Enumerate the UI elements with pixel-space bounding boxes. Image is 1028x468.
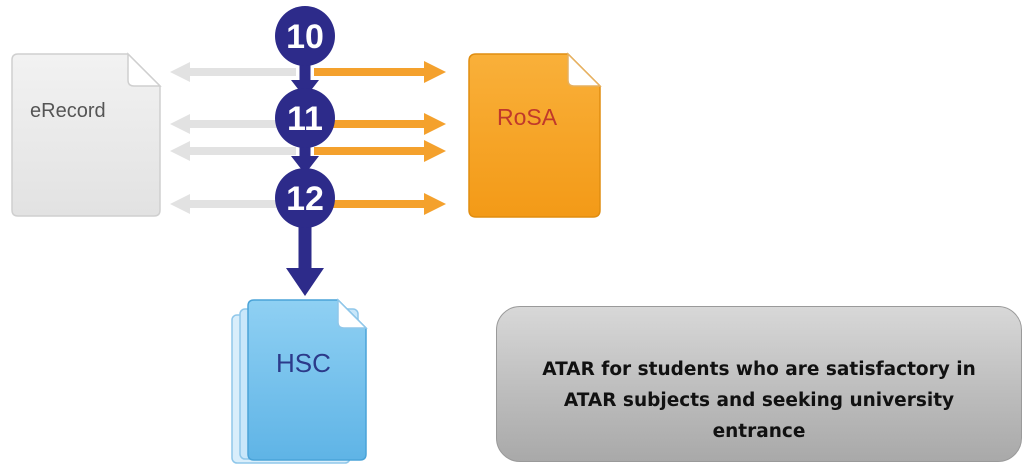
atar-callout: ATAR for students who are satisfactory i… xyxy=(496,306,1022,462)
hsc-label: HSC xyxy=(276,348,331,378)
year-10: 10 xyxy=(275,6,335,66)
year-12-label: 12 xyxy=(286,180,324,218)
hsc-document: HSC xyxy=(231,298,368,464)
erecord-document: eRecord xyxy=(11,52,162,217)
erecord-label: eRecord xyxy=(30,100,106,122)
orange-arrow-icon xyxy=(314,61,446,83)
grey-arrow-icon xyxy=(170,141,296,161)
rosa-label: RoSA xyxy=(497,104,558,130)
down-arrow-icon xyxy=(286,268,324,296)
orange-arrow-icon xyxy=(314,140,446,162)
rosa-document: RoSA xyxy=(468,52,602,218)
year-12: 12 xyxy=(275,168,335,228)
year-11: 11 xyxy=(275,88,335,148)
year-10-label: 10 xyxy=(286,18,324,56)
atar-callout-text: ATAR for students who are satisfactory i… xyxy=(542,359,976,442)
year-11-label: 11 xyxy=(287,100,323,138)
grey-arrow-icon xyxy=(170,62,296,82)
